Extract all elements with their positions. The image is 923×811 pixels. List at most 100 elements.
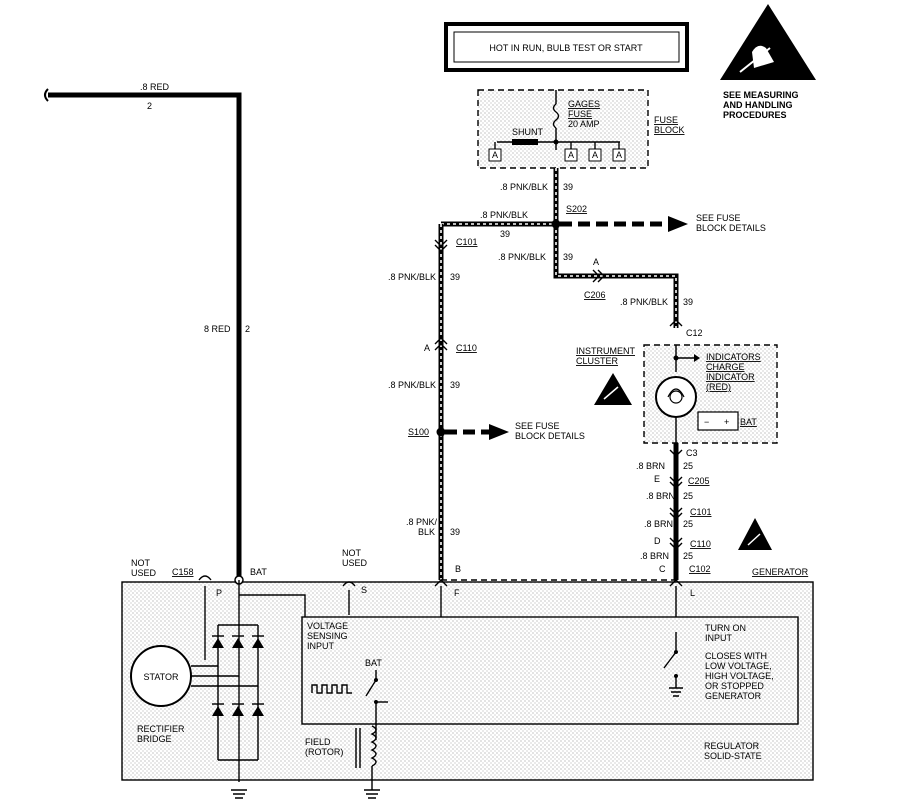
c12-label: C12: [686, 328, 703, 338]
connector-c12: [669, 319, 683, 327]
connector-c101-brn: [669, 507, 683, 520]
arrow-right-icon: [668, 216, 688, 232]
rectifier-bridge: [212, 624, 264, 761]
turn-on-1: TURN ON: [705, 623, 746, 633]
see-fuse-1: SEE FUSE: [696, 213, 741, 223]
bat-terminal-label: BAT: [250, 567, 267, 577]
fuse-slot-a4: A: [616, 150, 622, 160]
connector-c110-brn: [669, 537, 683, 550]
charge-label: CHARGE: [706, 362, 745, 372]
brn-circuit-3: 25: [683, 519, 693, 529]
pnk-circuit-2: 39: [563, 252, 573, 262]
pnk-label-2: .8 PNK/BLK: [498, 252, 546, 262]
red-wire-circuit-mid: 2: [245, 324, 250, 334]
esd-line2: AND HANDLING: [723, 100, 793, 110]
brn-circuit-2: 25: [683, 491, 693, 501]
pnk-label-4: .8 PNK/BLK: [388, 272, 436, 282]
brn-circuit-1: 25: [683, 461, 693, 471]
closes-1: CLOSES WITH: [705, 651, 767, 661]
c206-label: C206: [584, 290, 606, 300]
field-label2: (ROTOR): [305, 747, 343, 757]
hot-in-run-box: HOT IN RUN, BULB TEST OR START: [444, 22, 689, 72]
vs-line1: VOLTAGE: [307, 621, 348, 631]
see-fuse-4: BLOCK DETAILS: [515, 431, 585, 441]
c205-label: C205: [688, 476, 710, 486]
regulator-switch: [365, 679, 377, 697]
pnk-label-6a: .8 PNK/: [406, 517, 438, 527]
not-used-1a: NOT: [131, 558, 151, 568]
regulator-box: [301, 616, 799, 725]
terminal-l-symbol: [669, 579, 683, 587]
terminal-s: S: [361, 585, 367, 595]
turn-on-2: INPUT: [705, 633, 733, 643]
pnk-label-3: .8 PNK/BLK: [620, 297, 668, 307]
not-used-2b: USED: [342, 558, 368, 568]
instrument-cluster: [643, 344, 778, 444]
c101-label: C101: [456, 237, 478, 247]
bat-minus: −: [704, 417, 709, 427]
red-wire-circuit-top: 2: [147, 101, 152, 111]
closes-4: OR STOPPED: [705, 681, 764, 691]
red-label: (RED): [706, 382, 731, 392]
stator-label: STATOR: [143, 672, 179, 682]
connector-c206: [592, 269, 605, 283]
indicator-label: INDICATOR: [706, 372, 755, 382]
red-wire-gauge-mid: 8 RED: [204, 324, 231, 334]
brn-label-3: .8 BRN: [644, 519, 673, 529]
pnk-circuit-3: 39: [683, 297, 693, 307]
pulse-wave-icon: [311, 684, 352, 694]
pnk-circuit-5: 39: [450, 380, 460, 390]
regulator-label2: SOLID-STATE: [704, 751, 762, 761]
terminal-p-symbol: [198, 575, 212, 581]
pnk-circuit-6: 39: [450, 527, 460, 537]
rectifier-label2: BRIDGE: [137, 734, 172, 744]
fuse-block-label1: FUSE: [654, 115, 678, 125]
shunt-label: SHUNT: [512, 127, 544, 137]
fuse-symbol: [552, 103, 560, 129]
ground-icon: [364, 789, 380, 799]
ground-icon: [231, 789, 247, 799]
gages-fuse-line3: 20 AMP: [568, 119, 600, 129]
s100-splice: [436, 427, 446, 437]
closes-switch: [663, 651, 677, 669]
c158-label: C158: [172, 567, 194, 577]
pnk-label-6b: BLK: [418, 527, 435, 537]
closes-2: LOW VOLTAGE,: [705, 661, 772, 671]
pnk-circuit-4: 39: [450, 272, 460, 282]
c3-label: C3: [686, 448, 698, 458]
c110-pin-d: D: [654, 536, 661, 546]
cluster-label1: INSTRUMENT: [576, 346, 635, 356]
conn-c: C: [659, 564, 666, 574]
gages-fuse-line1: GAGES: [568, 99, 600, 109]
connector-c205: [669, 476, 683, 489]
c205-pin-e: E: [654, 474, 660, 484]
not-used-1b: USED: [131, 568, 157, 578]
esd-warning-icon: [738, 518, 772, 550]
pnk-blk-wiring: [438, 168, 679, 580]
terminal-f: F: [454, 588, 460, 598]
generator-label: GENERATOR: [752, 567, 809, 577]
closes-3: HIGH VOLTAGE,: [705, 671, 774, 681]
esd-line1: SEE MEASURING: [723, 90, 799, 100]
battery-indicator-icon: [697, 411, 739, 431]
ground-icon: [669, 687, 683, 697]
brn-circuit-4: 25: [683, 551, 693, 561]
vs-line3: INPUT: [307, 641, 335, 651]
field-coil: [370, 725, 377, 767]
c102-label: C102: [689, 564, 711, 574]
fuse-slot-a3: A: [592, 150, 598, 160]
bat-plus: +: [724, 417, 729, 427]
arrow-right-icon: [489, 424, 509, 440]
see-fuse-2: BLOCK DETAILS: [696, 223, 766, 233]
connector-c101-pnk: [434, 239, 448, 252]
not-used-2a: NOT: [342, 548, 362, 558]
reg-bat-label: BAT: [365, 658, 382, 668]
vs-line2: SENSING: [307, 631, 348, 641]
rectifier-label1: RECTIFIER: [137, 724, 185, 734]
connector-c3: [669, 449, 683, 457]
s100-label: S100: [408, 427, 429, 437]
see-fuse-3: SEE FUSE: [515, 421, 560, 431]
c110-pin-a: A: [424, 343, 430, 353]
fuse-slot-a1: A: [492, 150, 498, 160]
